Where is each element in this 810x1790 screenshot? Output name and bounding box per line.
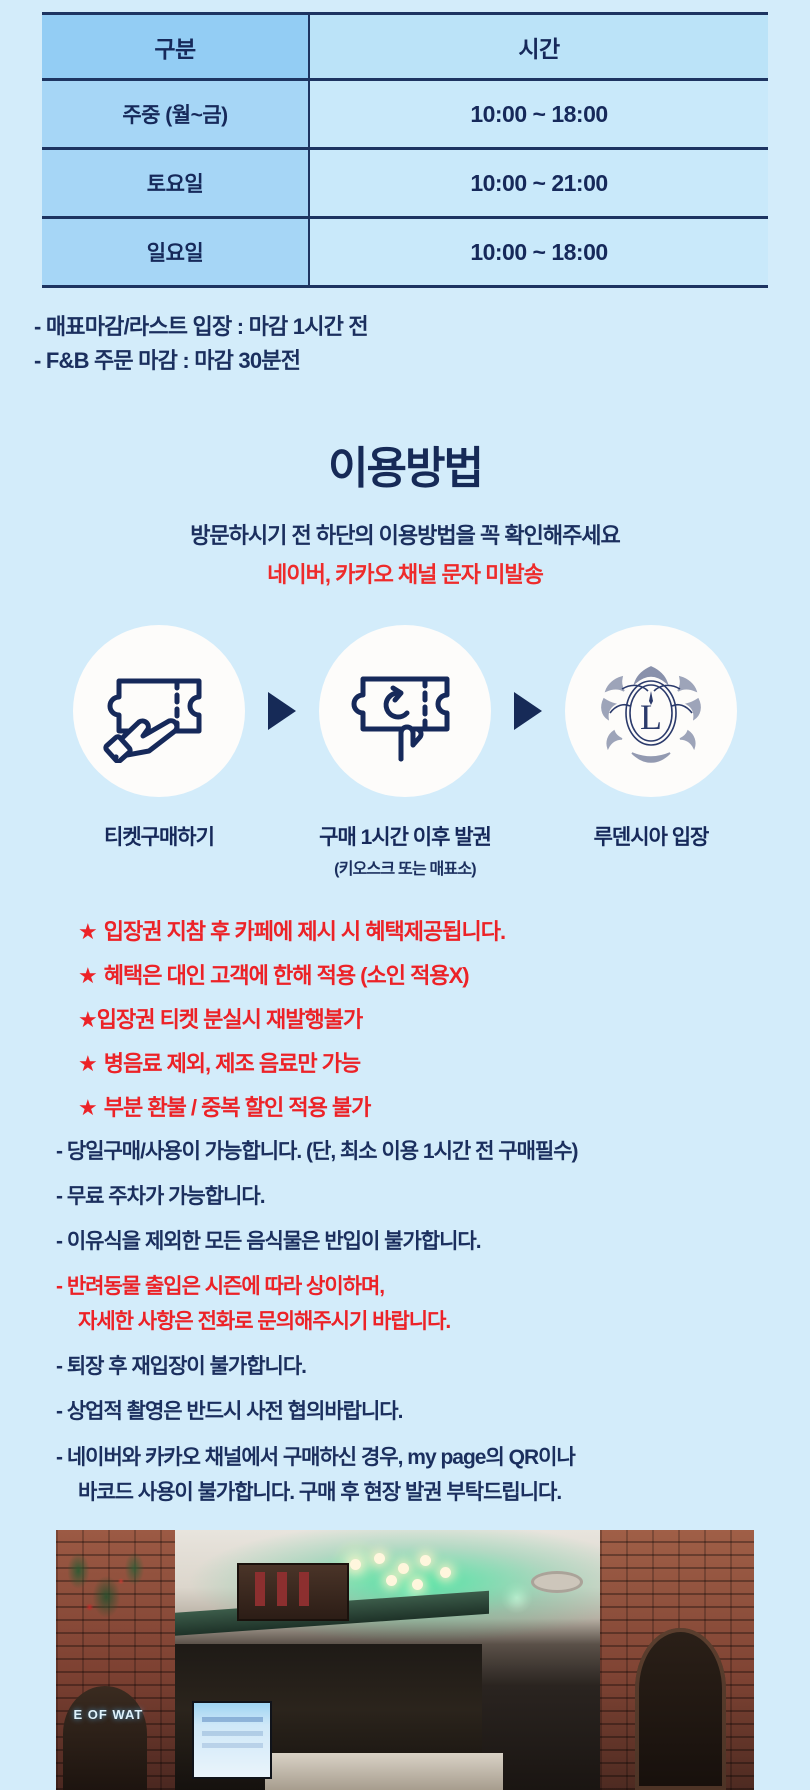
star-icon: ★ <box>78 963 98 989</box>
table-cell-hours: 10:00 ~ 18:00 <box>309 78 768 150</box>
dash-notice-item: - 무료 주차가 가능합니다. <box>56 1185 266 1209</box>
step-sublabel: (키오스크 또는 매표소) <box>334 861 476 879</box>
dash-notice-continuation: 바코드 사용이 불가합니다. 구매 후 현장 발권 부탁드립니다. <box>78 1480 562 1504</box>
dash-notice-item: - 반려동물 출입은 시즌에 따라 상이하며, 자세한 사항은 전화로 문의해주… <box>56 1276 810 1333</box>
star-notice-text: 입장권 지참 후 카페에 제시 시 혜택제공됩니다. <box>103 919 506 945</box>
venue-interior-photo: E OF WAT <box>56 1529 754 1790</box>
table-header-category: 구분 <box>42 12 310 81</box>
ticket-reissue-hand-icon <box>351 676 450 762</box>
step-icon-circle <box>319 625 491 798</box>
step-label: 루덴시아 입장 <box>593 826 710 850</box>
step-label: 구매 1시간 이후 발권 <box>319 826 492 850</box>
chandelier-lights <box>340 1553 470 1593</box>
dash-notice-item: - 네이버와 카카오 채널에서 구매하신 경우, my page의 QR이나 바… <box>56 1445 810 1504</box>
dash-notice-list: - 당일구매/사용이 가능합니다. (단, 최소 이용 1시간 전 구매필수) … <box>0 1141 810 1503</box>
ludensia-crest-logo-icon: L <box>601 666 701 763</box>
hours-footnote: - F&B 주문 마감 : 마감 30분전 <box>34 348 301 374</box>
star-notice-item: ★ 혜택은 대인 고객에 한해 적용 (소인 적용X) <box>78 965 810 987</box>
table-header-time: 시간 <box>309 12 768 81</box>
step-arrow-1 <box>254 625 310 797</box>
table-row: 일요일 10:00 ~ 18:00 <box>42 217 768 288</box>
svg-text:L: L <box>640 697 662 737</box>
star-notice-item: ★ 병음료 제외, 제조 음료만 가능 <box>78 1053 810 1075</box>
star-notice-item: ★ 부분 환불 / 중복 할인 적용 불가 <box>78 1097 810 1119</box>
star-notice-text: 혜택은 대인 고객에 한해 적용 (소인 적용X) <box>103 963 470 989</box>
table-cell-day: 일요일 <box>42 217 310 288</box>
star-notice-text: 입장권 티켓 분실시 재발행불가 <box>96 1007 363 1033</box>
step-icon-circle: L <box>565 625 737 798</box>
table-cell-hours: 10:00 ~ 21:00 <box>309 148 768 219</box>
star-notice-text: 병음료 제외, 제조 음료만 가능 <box>103 1051 361 1077</box>
service-counter <box>265 1753 503 1790</box>
triangle-right-icon <box>514 692 542 731</box>
usage-subtitle-warning: 네이버, 카카오 채널 문자 미발송 <box>267 562 544 588</box>
dash-notice-text: - 반려동물 출입은 시즌에 따라 상이하며, <box>56 1275 385 1299</box>
archway-left <box>62 1685 147 1790</box>
usage-step-1: 티켓구매하기 <box>64 625 254 851</box>
usage-steps: 티켓구매하기 구매 1 <box>0 625 810 879</box>
hanging-lantern-box <box>237 1563 350 1621</box>
star-notice-text: 부분 환불 / 중복 할인 적용 불가 <box>103 1095 372 1121</box>
hours-footnotes: - 매표마감/라스트 입장 : 마감 1시간 전 - F&B 주문 마감 : 마… <box>0 288 810 378</box>
dash-notice-item: - 당일구매/사용이 가능합니다. (단, 최소 이용 1시간 전 구매필수) <box>56 1140 579 1164</box>
star-notice-item: ★ 입장권 티켓 분실시 재발행불가 <box>78 1009 810 1031</box>
info-display-screen <box>192 1701 273 1780</box>
table-cell-day: 토요일 <box>42 148 310 219</box>
hand-pointing-ticket-icon <box>103 678 202 764</box>
usage-step-3: L 루덴시아 입장 <box>556 625 746 851</box>
table-row: 주중 (월~금) 10:00 ~ 18:00 <box>42 78 768 150</box>
triangle-right-icon <box>268 692 296 731</box>
dash-notice-item: - 상업적 촬영은 반드시 사전 협의바랍니다. <box>56 1400 403 1424</box>
operating-hours-section: 구분 시간 주중 (월~금) 10:00 ~ 18:00 토요일 10:00 ~… <box>0 0 810 288</box>
usage-subtitle: 방문하시기 전 하단의 이용방법을 꼭 확인해주세요 <box>190 523 621 549</box>
archway-right <box>635 1628 727 1790</box>
star-icon: ★ <box>78 1095 98 1121</box>
hanging-greenery <box>56 1550 168 1655</box>
wall-sign-text: E OF WAT <box>73 1707 144 1723</box>
table-row: 토요일 10:00 ~ 21:00 <box>42 148 768 219</box>
dash-notice-text: - 네이버와 카카오 채널에서 구매하신 경우, my page의 QR이나 <box>56 1445 576 1469</box>
hours-footnote: - 매표마감/라스트 입장 : 마감 1시간 전 <box>34 314 369 339</box>
step-arrow-2 <box>500 625 556 797</box>
star-icon: ★ <box>78 1051 98 1077</box>
star-notice-list: ★ 입장권 지참 후 카페에 제시 시 혜택제공됩니다. ★ 혜택은 대인 고객… <box>0 921 810 1119</box>
star-icon: ★ <box>78 919 98 945</box>
operating-hours-table: 구분 시간 주중 (월~금) 10:00 ~ 18:00 토요일 10:00 ~… <box>42 12 768 288</box>
step-label: 티켓구매하기 <box>104 826 215 850</box>
usage-section-title: 이용방법 <box>328 444 484 494</box>
step-icon-circle <box>73 625 245 798</box>
star-icon: ★ <box>78 1007 98 1033</box>
table-cell-hours: 10:00 ~ 18:00 <box>309 217 768 288</box>
usage-step-2: 구매 1시간 이후 발권 (키오스크 또는 매표소) <box>310 625 500 879</box>
dash-notice-continuation: 자세한 사항은 전화로 문의해주시기 바랍니다. <box>78 1310 451 1334</box>
dash-notice-item: - 이유식을 제외한 모든 음식물은 반입이 불가합니다. <box>56 1230 482 1254</box>
table-header-row: 구분 시간 <box>42 12 768 81</box>
ceiling-vent <box>530 1571 583 1594</box>
table-cell-day: 주중 (월~금) <box>42 78 310 150</box>
dash-notice-item: - 퇴장 후 재입장이 불가합니다. <box>56 1355 307 1379</box>
star-notice-item: ★ 입장권 지참 후 카페에 제시 시 혜택제공됩니다. <box>78 921 810 943</box>
